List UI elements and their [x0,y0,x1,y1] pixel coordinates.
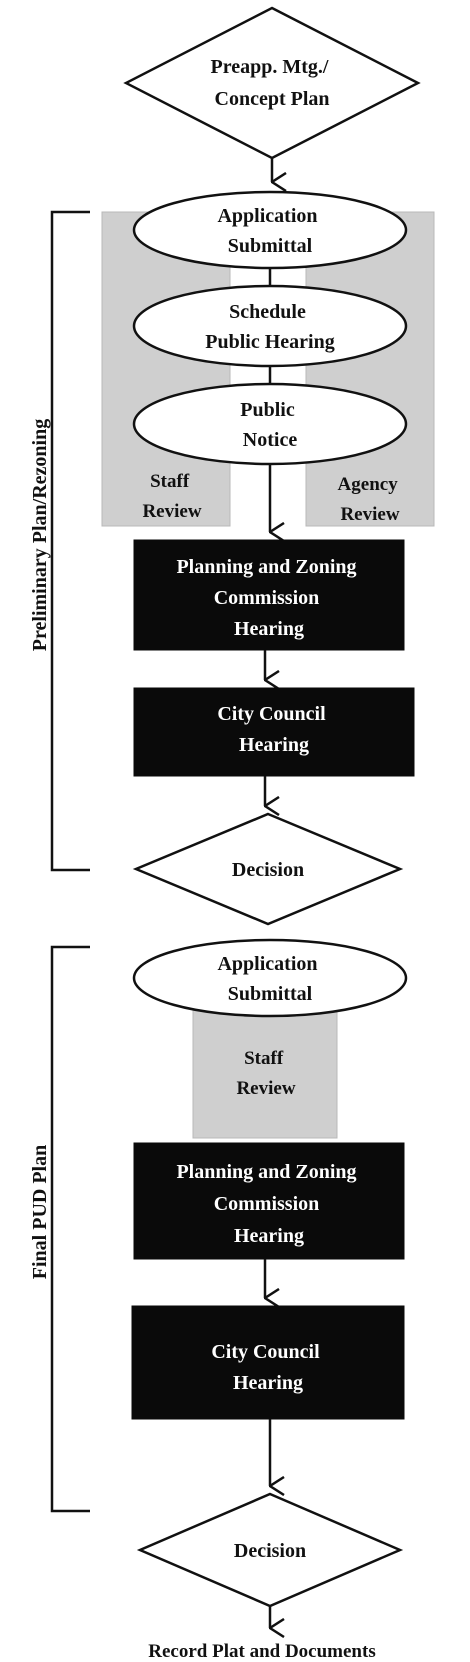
staff-review-label: Staff Review [142,471,201,522]
final-application-label: Application Submittal [217,953,322,1005]
council-hearing-label: City Council Hearing [217,703,330,756]
schedule-hearing-ellipse [132,284,408,368]
application-submittal-ellipse [132,190,408,270]
final-decision-label: Decision [234,1540,306,1562]
preliminary-bracket [50,210,90,872]
pz-hearing-label: Planning and Zoning Commission Hearing [176,556,361,640]
schedule-hearing-label: Schedule Public Hearing [205,301,334,353]
preapp-diamond [123,6,421,160]
agency-review-label: Agency Review [338,474,403,525]
final-pz-hearing-label: Planning and Zoning Commission Hearing [176,1161,361,1247]
application-submittal-label: Application Submittal [217,205,322,257]
final-side-label: Final PUD Plan [29,1145,51,1279]
final-staff-review-panel [192,993,338,1139]
record-plat-label: Record Plat and Documents [148,1641,375,1662]
decision-label: Decision [232,859,304,881]
final-bracket [50,945,90,1513]
public-notice-label: Public Notice [240,399,299,451]
pz-hearing-box [133,539,405,651]
public-notice-ellipse [132,382,408,466]
council-hearing-box [133,687,415,777]
final-staff-review-label: Staff Review [236,1048,295,1099]
final-council-hearing-label: City Council Hearing [211,1341,324,1394]
preliminary-side-label: Preliminary Plan/Rezoning [29,419,51,651]
final-pz-hearing-box [133,1142,405,1260]
preapp-label: Preapp. Mtg./ Concept Plan [211,56,334,110]
final-council-hearing-box [131,1305,405,1420]
decision-diamond [132,812,404,926]
final-application-ellipse [132,938,408,1018]
